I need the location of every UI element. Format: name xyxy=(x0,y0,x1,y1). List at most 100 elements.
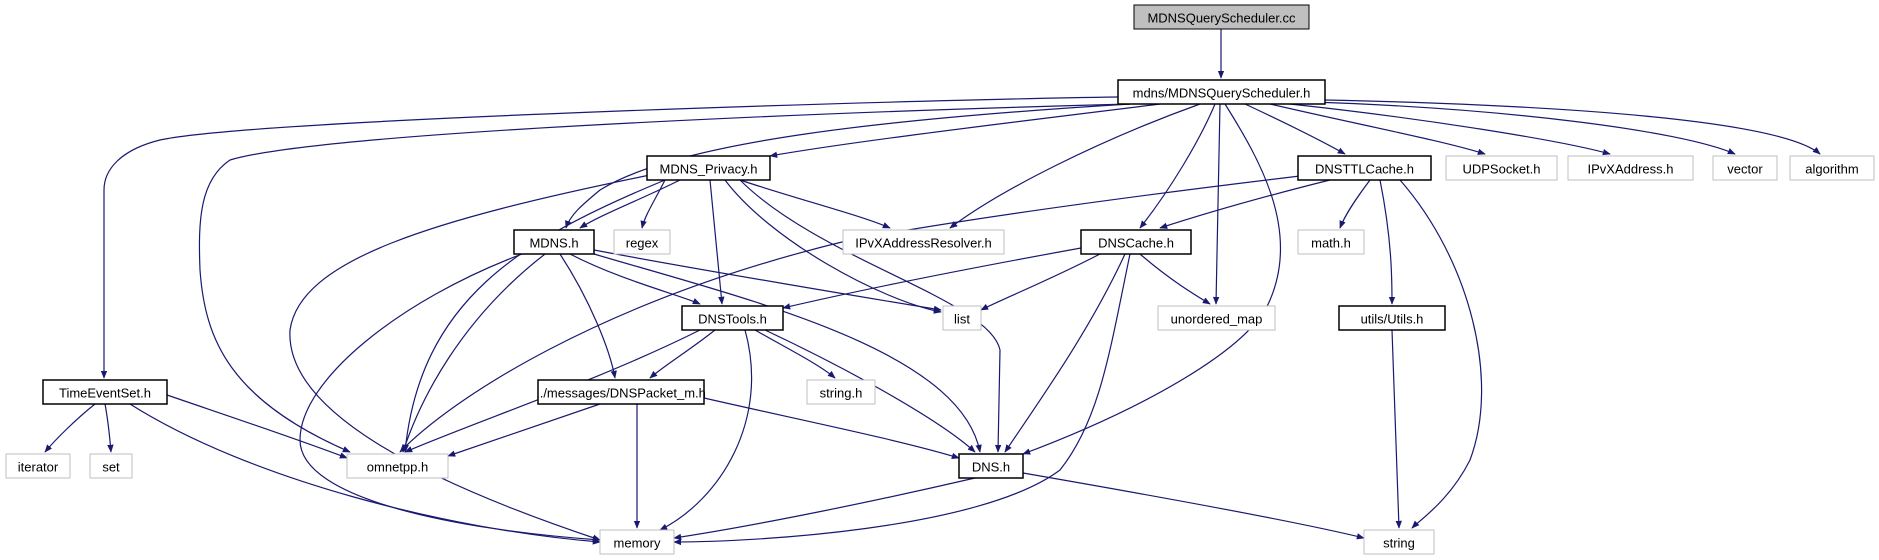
node-box xyxy=(1445,155,1558,181)
edge-dnstools_h-to-dnspacket_h xyxy=(649,329,716,379)
node-label: MDNSQueryScheduler.cc xyxy=(1147,11,1296,26)
edge-mdns_h-to-dnspacket_h xyxy=(559,253,617,379)
node-label: IPvXAddressResolver.h xyxy=(855,236,992,251)
node-box xyxy=(5,453,71,479)
edge-scheduler_h-to-omnetpp_h xyxy=(198,103,1131,453)
node-box xyxy=(1789,155,1875,181)
node-label: string.h xyxy=(820,386,863,401)
edge-privacy_h-to-dnstools_h xyxy=(709,179,725,305)
edge-scheduler_h-to-resolver_h xyxy=(949,103,1201,229)
edge-dnsttlcache_h-to-string xyxy=(1399,179,1483,529)
node-label: list xyxy=(954,312,970,327)
node-box xyxy=(1157,305,1276,331)
node-privacy-h[interactable]: MDNS_Privacy.h xyxy=(646,155,771,181)
node-label: TimeEventSet.h xyxy=(59,386,151,401)
edge-dnscache_h-to-dnstools_h xyxy=(782,247,1082,310)
edge-scheduler_h-to-dnsttlcache_h xyxy=(1244,103,1346,155)
edge-scheduler_h-to-dns_h xyxy=(1022,103,1282,455)
edge-dns_h-to-string xyxy=(1022,472,1365,540)
node-label: math.h xyxy=(1311,236,1351,251)
node-dnscache-h[interactable]: DNSCache.h xyxy=(1080,229,1192,255)
node-label: DNSCache.h xyxy=(1098,236,1174,251)
node-label: memory xyxy=(614,536,661,551)
node-box xyxy=(1363,529,1435,555)
edge-utils_h-to-string xyxy=(1391,329,1402,529)
node-box xyxy=(842,229,1005,255)
node-dns-h[interactable]: DNS.h xyxy=(958,453,1024,479)
edge-timeeventset_h-to-omnetpp_h xyxy=(166,394,348,459)
edge-dnscache_h-to-dns_h xyxy=(1004,253,1126,453)
node-math-h: math.h xyxy=(1297,229,1365,255)
node-regex: regex xyxy=(613,229,671,255)
node-box xyxy=(1712,155,1778,181)
node-mdns-h[interactable]: MDNS.h xyxy=(513,229,595,255)
node-label: unordered_map xyxy=(1171,312,1263,327)
node-label: utils/Utils.h xyxy=(1361,312,1424,327)
edge-dnscache_h-to-list xyxy=(980,253,1101,311)
node-label: DNSTTLCache.h xyxy=(1315,162,1414,177)
node-label: MDNS.h xyxy=(529,236,578,251)
edge-privacy_h-to-list xyxy=(724,179,942,314)
edge-timeeventset_h-to-memory xyxy=(129,403,601,545)
node-timeeventset-h[interactable]: TimeEventSet.h xyxy=(42,379,168,405)
edge-scheduler_h-to-timeeventset_h xyxy=(100,96,1119,379)
edge-scheduler_h-to-udpsocket_h xyxy=(1269,103,1486,155)
node-box xyxy=(346,453,449,479)
edge-dnspacket_h-to-omnetpp_h xyxy=(447,403,601,457)
edge-privacy_h-to-memory xyxy=(289,174,651,541)
node-list: list xyxy=(942,305,982,331)
edge-mdns_h-to-dns_h xyxy=(593,253,982,453)
edge-privacy_h-to-omnetpp_h xyxy=(402,179,666,453)
edge-dnscache_h-to-memory xyxy=(673,253,1131,546)
node-box xyxy=(942,305,982,331)
node-label: regex xyxy=(626,236,659,251)
node-box xyxy=(958,453,1024,479)
edge-privacy_h-to-mdns_h xyxy=(579,179,681,229)
node-label: iterator xyxy=(18,460,59,475)
node-box xyxy=(599,529,675,555)
edge-mdns_h-to-dnstools_h xyxy=(569,253,701,305)
edge-privacy_h-to-dns_h xyxy=(739,179,1002,453)
edge-layer xyxy=(44,29,1821,546)
node-string: string xyxy=(1363,529,1435,555)
edge-dnscache_h-to-unordered_map xyxy=(1139,253,1211,305)
node-label: vector xyxy=(1727,162,1763,177)
edge-mdns_h-to-list xyxy=(593,249,942,312)
edge-scheduler_h-to-ipvxaddress_h xyxy=(1289,103,1611,156)
node-box xyxy=(1338,305,1446,331)
node-scheduler-h[interactable]: mdns/MDNSQueryScheduler.h xyxy=(1117,79,1326,105)
node-dnsttlcache-h[interactable]: DNSTTLCache.h xyxy=(1297,155,1432,181)
edge-scheduler_h-to-dnscache_h xyxy=(1139,103,1216,229)
node-box xyxy=(1117,79,1326,105)
edge-dnstools_h-to-dns_h xyxy=(764,329,976,453)
node-label: algorithm xyxy=(1805,162,1858,177)
node-iterator: iterator xyxy=(5,453,71,479)
node-dnstools-h[interactable]: DNSTools.h xyxy=(681,305,784,331)
node-box xyxy=(42,379,168,405)
edge-scheduler_h-to-unordered_map xyxy=(1212,103,1221,305)
node-label: DNSTools.h xyxy=(698,312,767,327)
node-layer: MDNSQueryScheduler.cc mdns/MDNSQuerySched… xyxy=(5,4,1875,555)
edge-scheduler_h-to-vector xyxy=(1309,101,1736,155)
edge-timeeventset_h-to-iterator xyxy=(44,403,96,453)
node-box xyxy=(1297,155,1432,181)
node-dnspacket-h[interactable]: ../messages/DNSPacket_m.h xyxy=(536,379,706,405)
edge-dnsttlcache_h-to-dnscache_h xyxy=(1159,179,1331,229)
edge-dnstools_h-to-memory xyxy=(659,329,753,531)
node-string-h: string.h xyxy=(806,379,876,405)
edge-dns_h-to-memory xyxy=(673,477,976,541)
node-label: IPvXAddress.h xyxy=(1588,162,1674,177)
node-root[interactable]: MDNSQueryScheduler.cc xyxy=(1133,4,1310,30)
node-label: MDNS_Privacy.h xyxy=(659,162,757,177)
node-utils-h[interactable]: utils/Utils.h xyxy=(1338,305,1446,331)
edge-scheduler_h-to-mdns_h xyxy=(565,103,1131,229)
node-box xyxy=(806,379,876,405)
node-label: DNS.h xyxy=(972,460,1010,475)
node-label: mdns/MDNSQueryScheduler.h xyxy=(1133,86,1311,101)
edge-dnspacket_h-to-dns_h xyxy=(703,397,960,459)
node-label: omnetpp.h xyxy=(367,460,428,475)
edge-scheduler_h-to-privacy_h xyxy=(769,103,1161,158)
node-omnetpp-h: omnetpp.h xyxy=(346,453,449,479)
node-label: UDPSocket.h xyxy=(1462,162,1540,177)
